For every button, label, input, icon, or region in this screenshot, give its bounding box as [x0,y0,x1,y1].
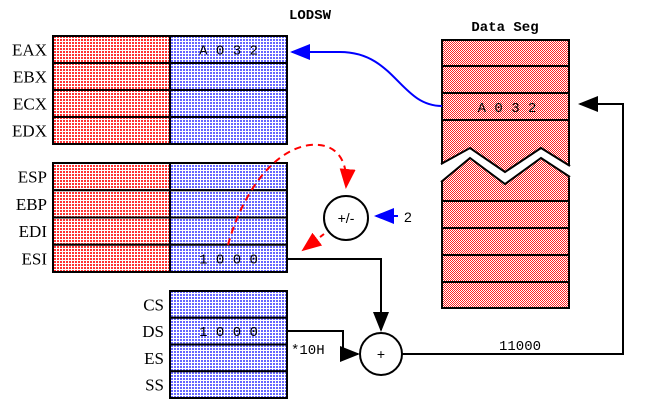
register-high-half [52,35,171,64]
esi-update-arrow [301,232,325,252]
shift-label: *10H [291,343,325,359]
register-label: DS [142,322,164,341]
register-ebp: EBP [16,189,288,219]
register-edx: EDX [12,116,288,145]
adder-symbol: + [377,346,385,362]
load-arrow [290,44,443,107]
ds-to-adder-line [287,330,360,362]
register-value: 1 0 0 0 [199,252,258,268]
segment-registers: CS DS 1 0 0 0 ES SS [142,290,288,399]
register-low-half [169,370,288,399]
register-cs: CS [143,290,288,319]
data-segment: A 0 3 2 [440,39,571,309]
incdec-symbol: +/- [338,210,355,226]
register-esp: ESP [18,162,288,192]
register-high-half [52,116,171,145]
esi-feedback-arrow [227,143,356,246]
register-label: EBP [16,195,47,214]
register-low-half [169,343,288,373]
register-low-half [169,62,288,91]
register-ds: DS 1 0 0 0 [142,316,288,346]
register-ebx: EBX [13,62,288,91]
register-high-half [52,162,171,192]
register-label: EAX [12,41,47,60]
register-label: CS [143,295,164,314]
general-registers: EAX A 0 3 2 EBX ECX EDX [12,35,288,145]
register-value: A 0 3 2 [199,44,258,60]
register-label: ESP [18,168,47,187]
register-low-half [169,290,288,319]
register-edi: EDI [19,216,288,246]
register-eax: EAX A 0 3 2 [12,35,288,64]
register-high-half [52,243,171,273]
register-low-half [169,89,288,118]
incdec-circle [323,195,369,241]
register-label: EDX [12,122,47,141]
register-es: ES [144,343,288,373]
pointer-registers: ESP EBP EDI ESI 1 0 0 0 [16,162,288,273]
register-ecx: ECX [13,89,288,118]
esi-to-adder-line [287,258,389,332]
data-segment-value: A 0 3 2 [478,101,537,117]
register-high-half [52,189,171,219]
physical-address: 11000 [499,339,541,355]
register-high-half [52,216,171,246]
diagram-title: LODSW [289,8,332,24]
register-label: SS [145,376,164,395]
register-value: 1 0 0 0 [199,325,258,341]
register-label: EBX [13,68,47,87]
register-label: EDI [19,222,48,241]
register-label: ES [144,349,164,368]
register-esi: ESI 1 0 0 0 [22,243,288,273]
register-high-half [52,89,171,118]
register-label: ESI [22,249,48,268]
register-ss: SS [145,370,288,399]
data-segment-title: Data Seg [471,20,538,36]
register-high-half [52,62,171,91]
register-low-half [169,116,288,145]
register-label: ECX [13,95,47,114]
increment-amount: 2 [404,209,412,225]
register-low-half [169,189,288,219]
address-line [402,96,624,355]
